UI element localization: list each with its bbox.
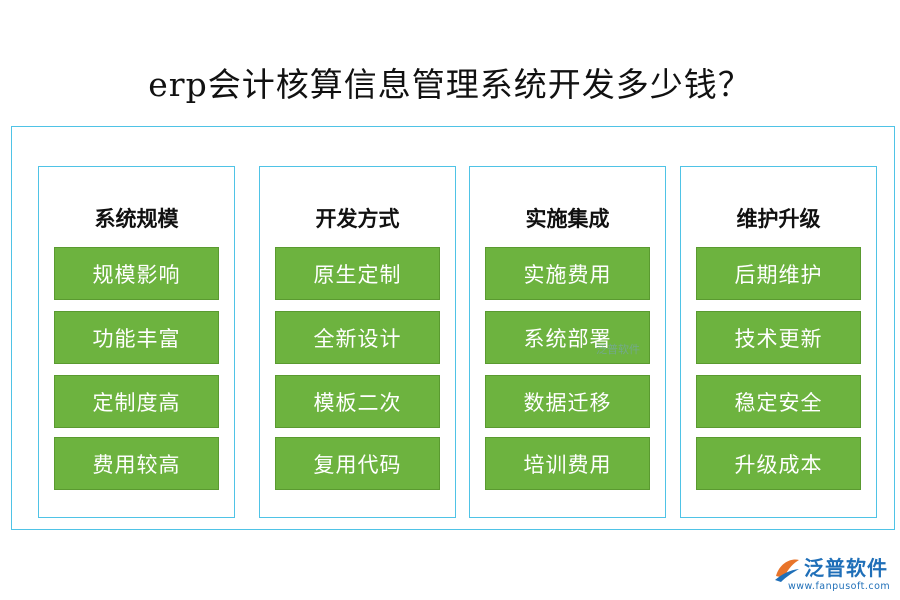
logo-name: 泛普软件: [804, 556, 888, 580]
item-box: 规模影响: [54, 247, 219, 300]
item-box: 数据迁移: [485, 375, 650, 428]
column-implementation: 实施集成 实施费用 系统部署 数据迁移 培训费用: [469, 166, 666, 518]
watermark: 泛普软件: [596, 343, 640, 356]
fanpu-logo-icon: [775, 559, 799, 582]
column-system-scale: 系统规模 规模影响 功能丰富 定制度高 费用较高: [38, 166, 235, 518]
item-box: 模板二次: [275, 375, 440, 428]
column-dev-method: 开发方式 原生定制 全新设计 模板二次 复用代码: [259, 166, 456, 518]
item-box: 全新设计: [275, 311, 440, 364]
column-title: 维护升级: [736, 206, 821, 231]
item-box: 培训费用: [485, 437, 650, 490]
item-box: 定制度高: [54, 375, 219, 428]
page-title: erp会计核算信息管理系统开发多少钱？: [148, 65, 752, 104]
column-title: 开发方式: [315, 206, 400, 231]
item-box: 费用较高: [54, 437, 219, 490]
item-box: 实施费用: [485, 247, 650, 300]
item-box: 复用代码: [275, 437, 440, 490]
item-box: 后期维护: [696, 247, 861, 300]
item-box: 技术更新: [696, 311, 861, 364]
item-box: 稳定安全: [696, 375, 861, 428]
outer-frame: [11, 126, 895, 530]
item-box: 功能丰富: [54, 311, 219, 364]
brand-logo: 泛普软件 www.fanpusoft.com: [768, 552, 898, 596]
column-title: 实施集成: [525, 206, 610, 231]
logo-url: www.fanpusoft.com: [788, 581, 891, 592]
item-box: 系统部署: [485, 311, 650, 364]
column-title: 系统规模: [94, 206, 179, 231]
item-box: 升级成本: [696, 437, 861, 490]
item-box: 原生定制: [275, 247, 440, 300]
column-maintenance: 维护升级 后期维护 技术更新 稳定安全 升级成本: [680, 166, 877, 518]
